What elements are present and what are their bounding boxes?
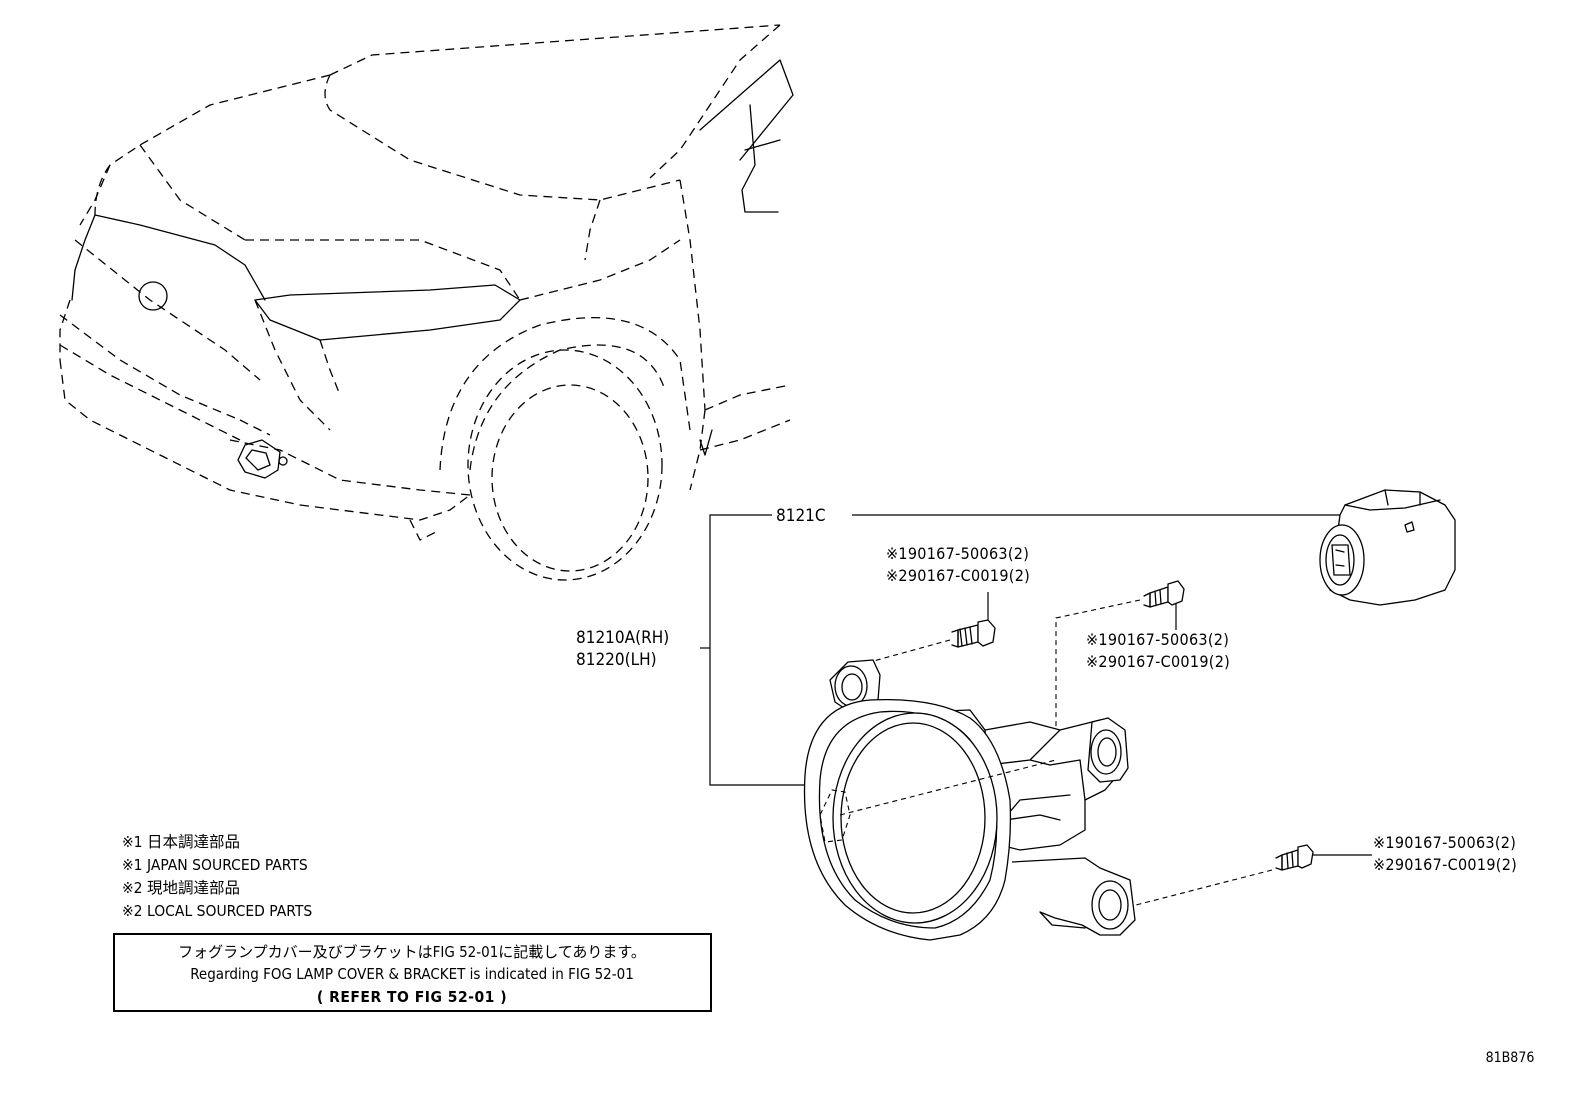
- screw-mid-dash-line: [1055, 599, 1141, 760]
- note-1-en: ※1 JAPAN SOURCED PARTS: [122, 856, 308, 874]
- screw-mid-part-number-1: ※190167-50063(2): [1086, 630, 1229, 649]
- screw-top-dash-line: [869, 639, 951, 663]
- leader-lines: [700, 514, 1340, 786]
- bulb-socket-illustration: [1319, 489, 1456, 606]
- reference-info-box: フォグランプカバー及びブラケットはFIG 52-01に記載してあります。 Reg…: [113, 933, 712, 1012]
- assembly-part-number: 8121C: [776, 506, 826, 526]
- note-1-jp: ※1 日本調達部品: [122, 833, 240, 851]
- note-2-jp: ※2 現地調達部品: [122, 879, 240, 897]
- fog-lamp-lh-part-number: 81220(LH): [576, 650, 657, 670]
- legend-notes: ※1 日本調達部品 ※1 JAPAN SOURCED PARTS ※2 現地調達…: [122, 833, 312, 920]
- note-2-en: ※2 LOCAL SOURCED PARTS: [122, 902, 312, 920]
- screw-bottom-part-number-2: ※290167-C0019(2): [1373, 855, 1517, 874]
- screw-bottom-part-number-1: ※190167-50063(2): [1373, 833, 1516, 852]
- screw-top-part-number-1: ※190167-50063(2): [886, 544, 1029, 563]
- screw-mid-illustration: [1143, 580, 1185, 630]
- info-box-refer-line: ( REFER TO FIG 52-01 ): [317, 988, 507, 1006]
- screw-bottom-dash-line: [1135, 869, 1273, 906]
- screw-top-illustration: [951, 592, 996, 648]
- vehicle-front-illustration: [59, 24, 794, 581]
- screw-mid-part-number-2: ※290167-C0019(2): [1086, 652, 1230, 671]
- screw-top-part-number-2: ※290167-C0019(2): [886, 566, 1030, 585]
- fog-lamp-rh-part-number: 81210A(RH): [576, 628, 669, 648]
- figure-code: 81B876: [1486, 1050, 1535, 1066]
- info-box-en-line: Regarding FOG LAMP COVER & BRACKET is in…: [190, 965, 634, 983]
- info-box-jp-line: フォグランプカバー及びブラケットはFIG 52-01に記載してあります。: [178, 943, 646, 961]
- fog-lamp-illustration: [803, 659, 1136, 941]
- screw-bottom-illustration: [1275, 844, 1372, 871]
